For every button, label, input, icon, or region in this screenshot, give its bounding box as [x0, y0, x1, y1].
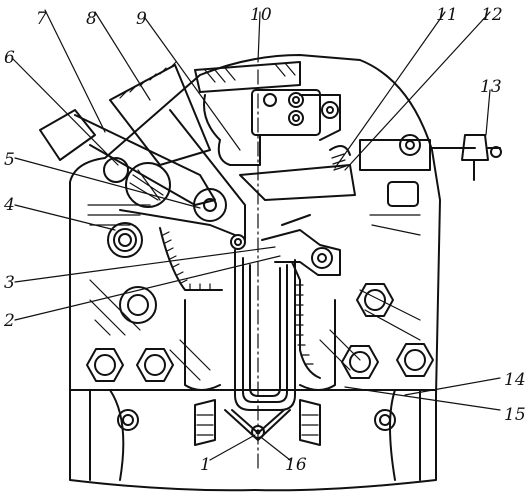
callout-3: 3	[4, 273, 15, 293]
spring-icon	[159, 227, 321, 379]
callout-9: 9	[136, 9, 147, 29]
callout-16: 16	[285, 455, 307, 475]
callout-4: 4	[3, 195, 15, 215]
callout-7: 7	[36, 9, 47, 29]
callout-15: 15	[504, 405, 526, 425]
callout-2: 2	[3, 311, 15, 331]
leader-lines	[11, 9, 501, 461]
callout-1: 1	[200, 455, 211, 475]
callout-13: 13	[480, 77, 502, 97]
terminal-screw	[429, 134, 502, 181]
callout-8: 8	[86, 9, 97, 29]
armature-frame	[234, 69, 296, 471]
hex-nut-icon	[86, 92, 434, 439]
callout-14: 14	[504, 370, 526, 390]
callout-10: 10	[250, 5, 272, 25]
callout-6: 6	[4, 48, 15, 68]
contact-pivot	[261, 214, 341, 276]
bottom-mount	[194, 399, 321, 446]
gear-segment-icon	[39, 61, 246, 241]
callout-5: 5	[4, 150, 15, 170]
callouts: 7 8 9 10 11 12 13 6 5 4 3 2 14 15 1 16	[3, 5, 526, 475]
callout-11: 11	[436, 5, 458, 25]
frame-hatching	[87, 204, 421, 391]
callout-12: 12	[481, 5, 503, 25]
top-contact-assembly	[194, 61, 431, 207]
